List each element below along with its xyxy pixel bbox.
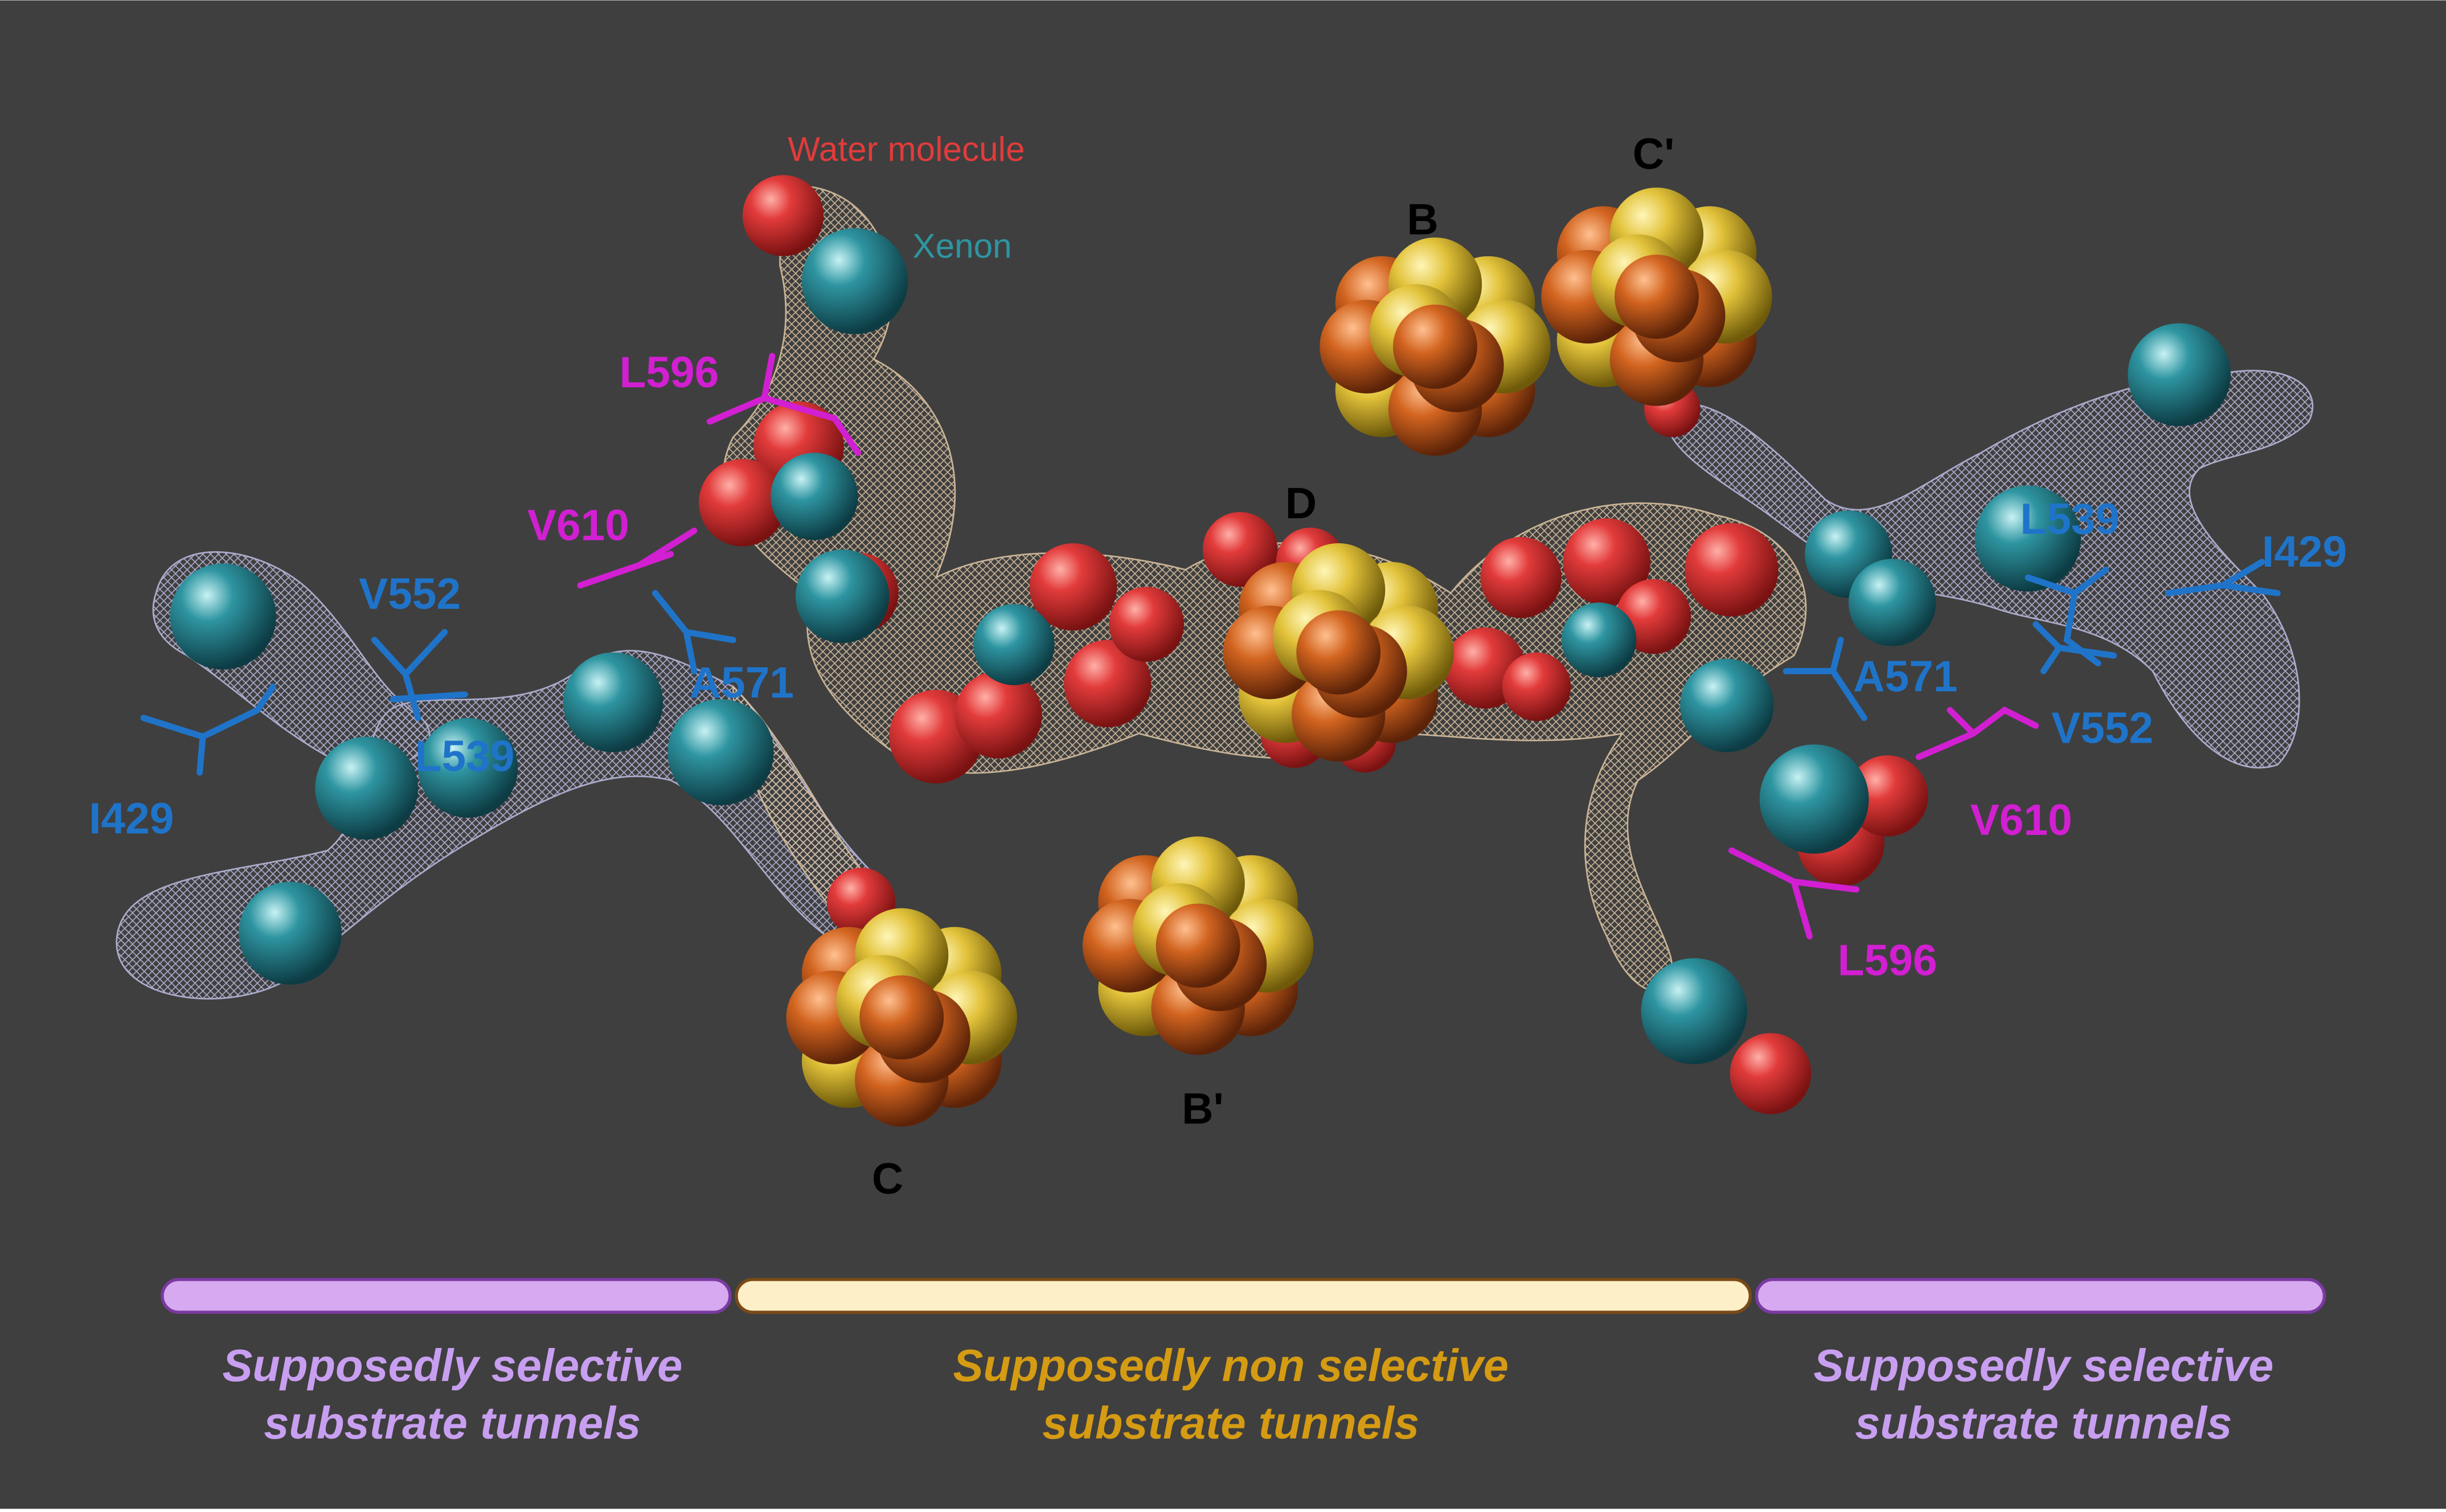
residue-v610-right-stick	[1915, 706, 2039, 760]
xenon-atom	[418, 718, 518, 818]
xenon-atom	[1561, 602, 1637, 678]
cluster-d	[1223, 543, 1454, 762]
xenon-atom	[2128, 323, 2231, 427]
water-molecule	[1730, 1032, 1812, 1114]
label-i429-left: I429	[89, 794, 174, 843]
bar-selective-right	[1755, 1277, 2326, 1314]
xenon-atom	[315, 736, 419, 840]
xenon-atom	[1759, 744, 1869, 854]
cluster-b	[1320, 237, 1551, 456]
xenon-atom	[1641, 958, 1747, 1064]
tunnel-caption-middle-line2: substrate tunnels	[1042, 1398, 1419, 1448]
water-molecule	[1685, 523, 1779, 617]
xenon-atom	[1974, 485, 2082, 592]
xenon-atoms	[170, 228, 2231, 1064]
tunnel-caption-right-line2: substrate tunnels	[1855, 1398, 2232, 1448]
water-molecule-label: Water molecule	[788, 130, 1025, 169]
residues-right-magenta	[1728, 706, 2039, 940]
tunnel-caption-left-line1: Supposedly selective	[222, 1340, 682, 1391]
tunnel-caption-middle-line1: Supposedly non selective	[953, 1340, 1508, 1391]
cluster-label-c-prime: C'	[1633, 130, 1675, 178]
iron-atom	[859, 975, 944, 1060]
cluster-c	[786, 908, 1017, 1127]
label-v610-right: V610	[1970, 796, 2072, 845]
residue-i429-right-stick	[2165, 559, 2281, 596]
water-molecule	[1029, 543, 1117, 631]
residue-v552-left-stick	[371, 629, 468, 722]
label-l539-right: L539	[2020, 495, 2120, 543]
label-l539-left: L539	[415, 732, 515, 781]
iron-atom	[1156, 903, 1240, 988]
xenon-atom	[795, 549, 890, 644]
xenon-atom	[170, 563, 276, 670]
bar-selective-left	[161, 1277, 732, 1314]
cluster-b-prime	[1082, 836, 1314, 1055]
label-v552-left: V552	[359, 570, 461, 618]
water-molecule	[1480, 536, 1562, 618]
label-v610-left: V610	[527, 501, 629, 550]
cluster-label-b: B	[1407, 195, 1438, 244]
xenon-atom	[973, 604, 1055, 686]
cluster-label-b-prime: B'	[1182, 1085, 1224, 1133]
tunnel-caption-left-line2: substrate tunnels	[264, 1398, 641, 1448]
iron-atom	[1615, 255, 1699, 339]
label-l596-right: L596	[1838, 937, 1937, 985]
residue-a571-left-stick	[652, 590, 736, 674]
iron-atom	[1393, 304, 1477, 389]
xenon-atom	[1848, 559, 1936, 646]
fes-clusters	[786, 187, 1772, 1127]
residue-v610-left-stick	[577, 527, 698, 589]
residues-left-magenta	[577, 353, 862, 589]
water-molecule	[954, 671, 1042, 759]
xenon-atom	[563, 652, 663, 752]
bar-nonselective-middle	[735, 1277, 1752, 1314]
cluster-label-c: C	[872, 1155, 903, 1203]
residue-l596-right-stick	[1728, 847, 1860, 940]
water-molecule	[1502, 652, 1571, 722]
water-molecule	[1563, 518, 1651, 606]
water-molecule	[1109, 587, 1185, 662]
label-l596-left: L596	[619, 349, 719, 397]
label-a571-right: A571	[1853, 653, 1957, 701]
xenon-atom	[771, 452, 858, 540]
residue-l539-right-stick	[2025, 566, 2109, 667]
xenon-atom	[667, 699, 774, 806]
residue-i429-left-stick	[140, 683, 276, 776]
residue-v552-right-stick	[2033, 621, 2117, 674]
cluster-c-prime	[1541, 187, 1772, 406]
xenon-label: Xenon	[912, 227, 1011, 265]
label-i429-right: I429	[2262, 528, 2347, 576]
residue-a571-right-stick	[1783, 637, 1867, 722]
xenon-atom	[239, 882, 342, 985]
water-molecule	[1202, 512, 1278, 587]
residue-l596-left-stick	[706, 353, 862, 456]
xenon-atom	[1680, 658, 1774, 752]
label-a571-left: A571	[690, 659, 794, 707]
water-molecule	[1847, 755, 1928, 837]
iron-atom	[1296, 610, 1381, 695]
tunnel-caption-right-line1: Supposedly selective	[1813, 1340, 2273, 1391]
water-molecule	[1064, 640, 1152, 728]
cluster-label-d: D	[1285, 480, 1317, 528]
residues-left-blue	[140, 590, 736, 776]
water-molecule	[699, 458, 786, 547]
residues-right-blue	[1783, 559, 2281, 722]
xenon-atom	[801, 228, 908, 334]
water-molecule	[742, 175, 824, 256]
label-v552-right: V552	[2051, 704, 2153, 752]
